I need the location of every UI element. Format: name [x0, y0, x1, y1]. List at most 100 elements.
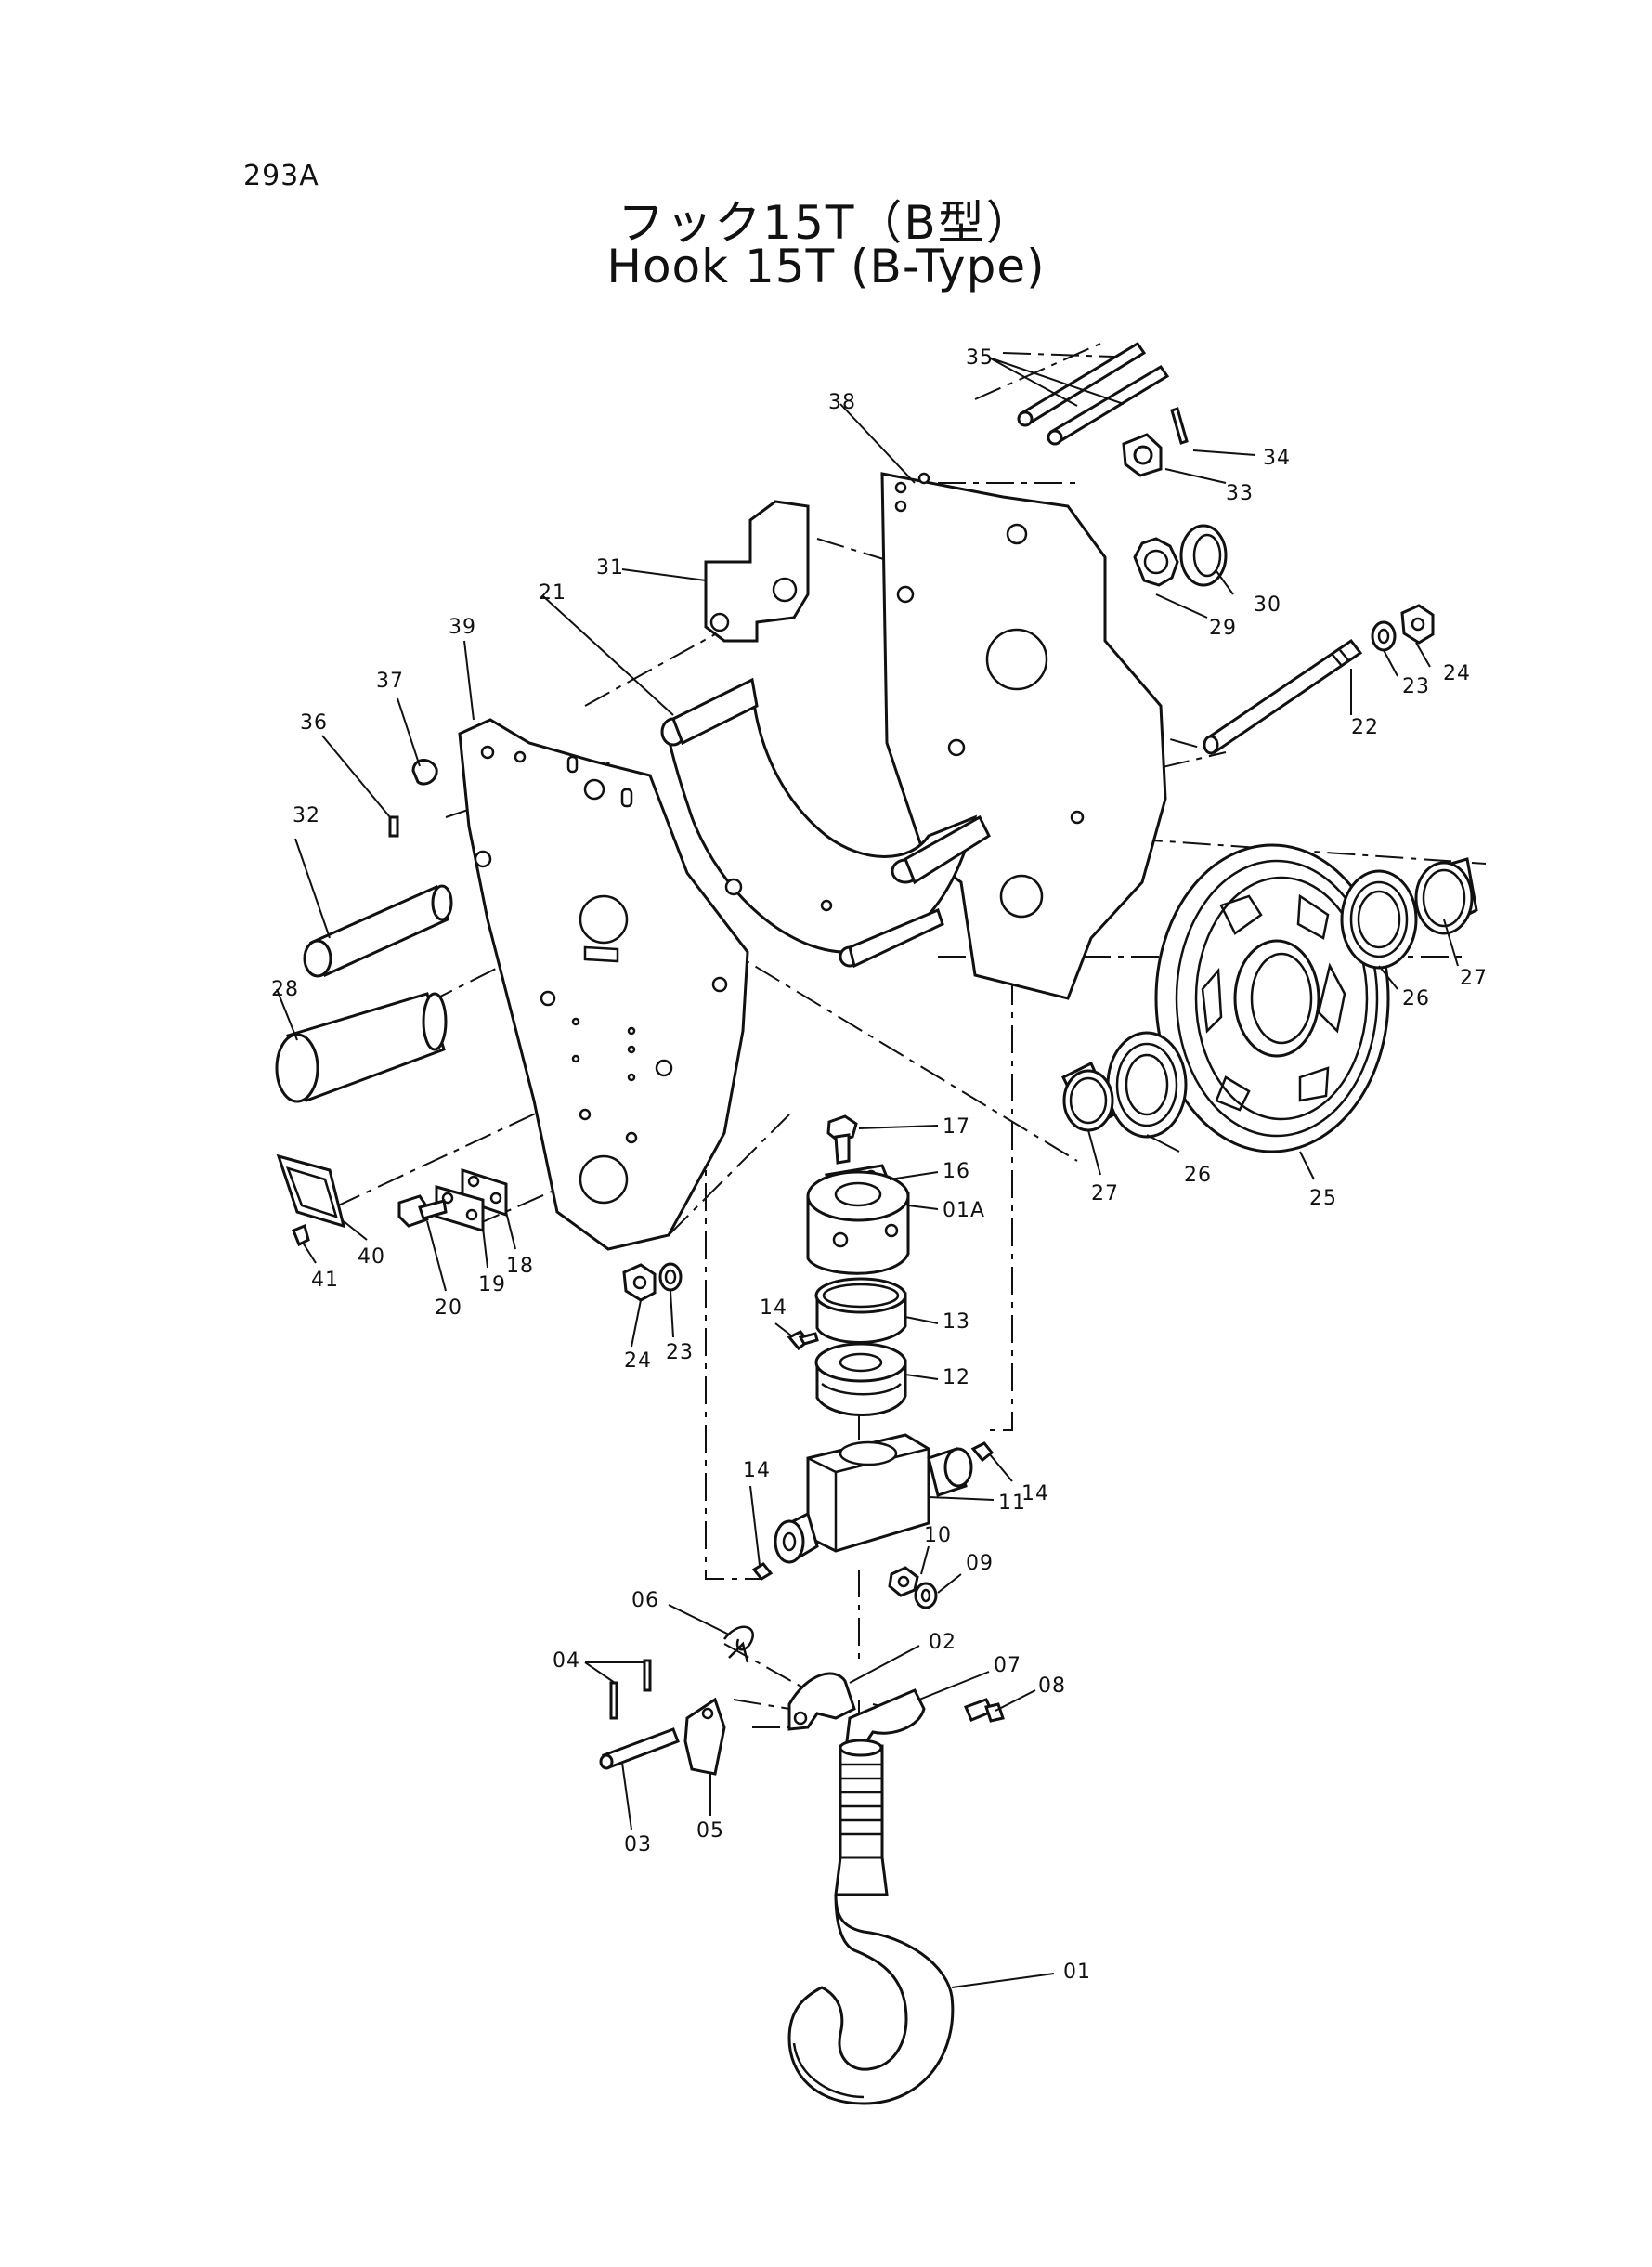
washer-23-lower — [658, 1262, 683, 1292]
callout-14b: 14 — [743, 1459, 771, 1482]
callout-03: 03 — [624, 1833, 652, 1857]
shaft-22 — [1205, 638, 1363, 755]
callout-18: 18 — [506, 1255, 534, 1278]
cotter-pin-04b — [643, 1659, 652, 1692]
callout-36: 36 — [300, 711, 328, 735]
cotter-pin-36 — [388, 815, 399, 838]
hole — [540, 990, 556, 1007]
set-screw-14-a — [787, 1330, 819, 1351]
bearing-26-left — [1106, 1031, 1188, 1139]
bolt-20 — [397, 1194, 448, 1228]
callout-40: 40 — [358, 1245, 385, 1269]
callout-35: 35 — [966, 346, 994, 370]
hole — [571, 1054, 580, 1063]
hole — [583, 778, 605, 801]
callout-04: 04 — [553, 1649, 580, 1673]
set-screw-14-b — [970, 1441, 995, 1463]
callout-24b: 24 — [624, 1349, 652, 1373]
hole — [709, 612, 730, 632]
hole — [894, 481, 907, 494]
callout-41: 41 — [311, 1269, 339, 1292]
nut-10 — [888, 1566, 919, 1597]
callout-32: 32 — [293, 804, 320, 827]
latch-05 — [683, 1697, 726, 1776]
side-plate-39 — [458, 718, 749, 1251]
hole — [625, 1131, 638, 1144]
spring-06 — [723, 1625, 754, 1663]
callout-22: 22 — [1351, 716, 1379, 739]
callout-01A: 01A — [943, 1199, 985, 1222]
callout-31: 31 — [596, 556, 624, 580]
hole — [514, 750, 527, 763]
hole — [579, 1108, 592, 1121]
callout-20: 20 — [435, 1296, 462, 1320]
sheave-25 — [1154, 843, 1390, 1153]
callout-01: 01 — [1063, 1961, 1091, 1984]
callout-26: 26 — [1402, 987, 1430, 1010]
pin-03 — [599, 1727, 680, 1770]
lock-plate-18 — [461, 1167, 508, 1218]
title-japanese: フック15T（B型） — [618, 196, 1034, 250]
hole — [947, 738, 966, 757]
callout-30: 30 — [1254, 593, 1281, 617]
pin-35b — [1048, 365, 1170, 444]
bracket-31 — [704, 500, 810, 643]
slot — [620, 788, 633, 808]
hook-clamp-07 — [845, 1688, 926, 1748]
retaining-ring-37 — [411, 759, 438, 786]
callout-labels: 35 38 34 33 31 30 21 29 39 24 37 23 22 3… — [271, 346, 1488, 1984]
leader-lines — [276, 357, 1459, 1988]
hole — [1006, 523, 1028, 545]
slot — [566, 755, 579, 774]
callout-21: 21 — [539, 581, 566, 605]
callout-06: 06 — [631, 1589, 659, 1612]
bolt-17 — [826, 1114, 858, 1165]
hole — [571, 1017, 580, 1026]
spacer-27-left — [1060, 1061, 1116, 1132]
callout-19: 19 — [478, 1273, 506, 1296]
hole — [917, 472, 930, 485]
hole — [820, 899, 833, 912]
callout-11: 11 — [998, 1492, 1026, 1515]
callout-24: 24 — [1443, 662, 1471, 685]
cotter-pin-04a — [609, 1681, 618, 1720]
callout-13: 13 — [943, 1310, 970, 1334]
hook-clamp-02 — [787, 1672, 856, 1731]
pin-32 — [303, 884, 453, 978]
title-english: Hook 15T (B-Type) — [606, 240, 1046, 293]
hole — [896, 585, 915, 604]
callout-37: 37 — [376, 670, 404, 693]
callout-25: 25 — [1309, 1187, 1337, 1210]
hole — [772, 577, 798, 603]
callout-23: 23 — [1402, 675, 1430, 698]
lock-washer-29 — [1133, 537, 1179, 587]
callout-27: 27 — [1460, 967, 1488, 990]
callout-14a: 14 — [760, 1296, 787, 1320]
bearing-26-right — [1340, 869, 1418, 970]
hole — [627, 1073, 636, 1082]
hole — [894, 500, 907, 513]
pin-28 — [275, 992, 448, 1103]
shaft-hole — [579, 1154, 629, 1205]
callout-07: 07 — [994, 1654, 1021, 1677]
collar-13 — [814, 1277, 907, 1344]
callout-12: 12 — [943, 1366, 970, 1389]
shaft-hole — [579, 894, 629, 945]
callout-26b: 26 — [1184, 1164, 1212, 1187]
cotter-pin-34 — [1170, 407, 1189, 445]
hole — [1070, 810, 1085, 825]
callout-27b: 27 — [1091, 1182, 1119, 1205]
washer-23-upper — [1371, 620, 1397, 652]
castle-nut-33 — [1122, 433, 1163, 477]
page-id: 293A — [243, 160, 319, 192]
nut-24-upper — [1400, 604, 1435, 645]
callout-28: 28 — [271, 978, 299, 1001]
hole — [480, 745, 495, 760]
hole — [711, 976, 728, 993]
bolt-08 — [963, 1698, 1005, 1723]
callout-23b: 23 — [666, 1341, 694, 1364]
hole — [655, 1059, 673, 1077]
shaft-hole — [985, 628, 1048, 691]
hole — [627, 1045, 636, 1054]
